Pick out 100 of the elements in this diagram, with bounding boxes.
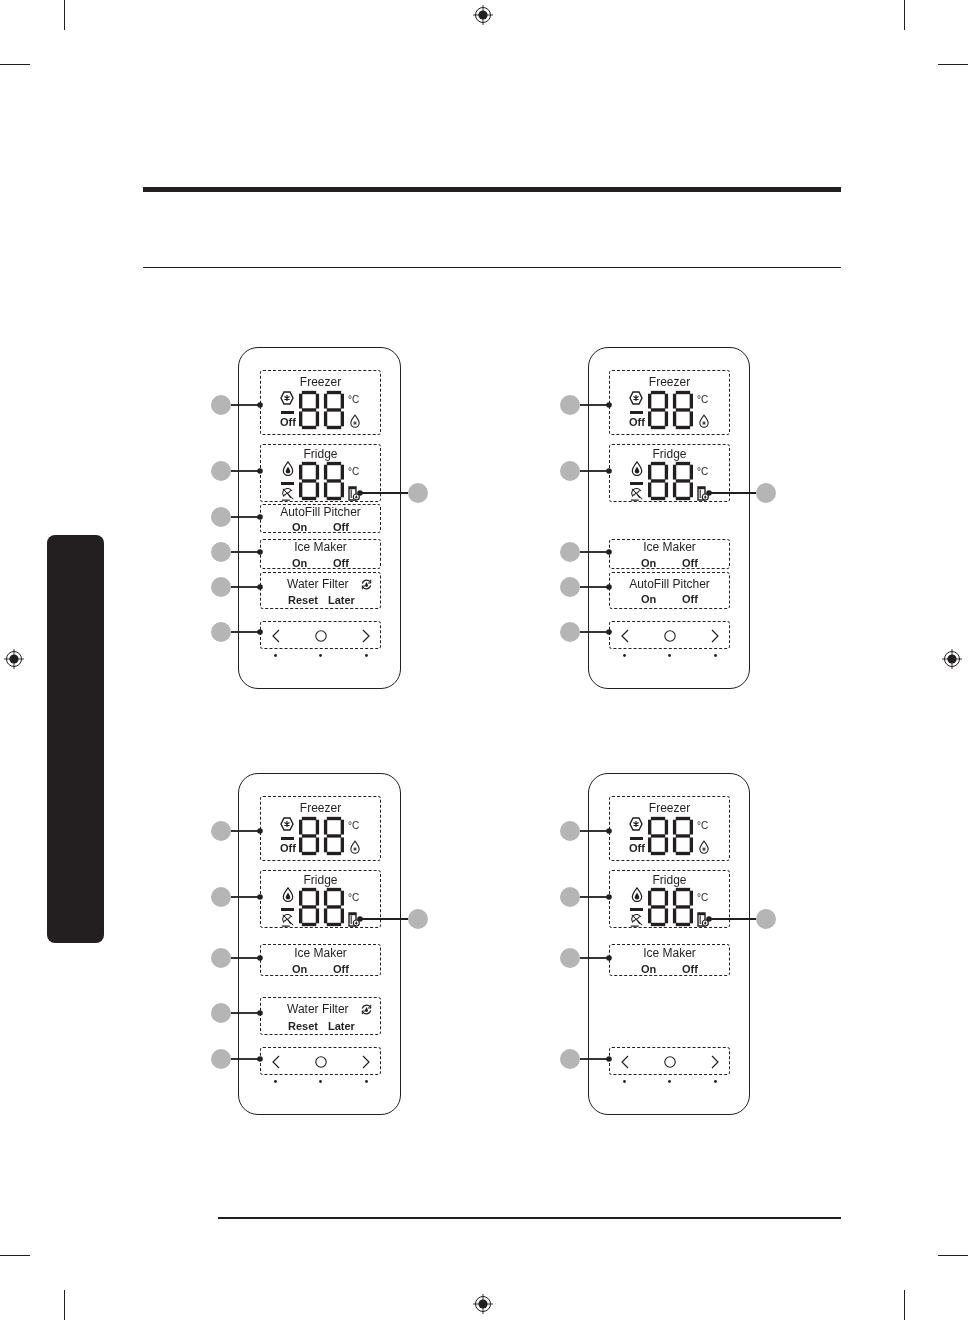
option-section (260, 539, 381, 569)
callout-circle (560, 395, 580, 415)
option-section (260, 997, 381, 1035)
option-label: Reset (288, 1019, 318, 1033)
callout-circle (560, 948, 580, 968)
unit-label: °C (348, 891, 360, 904)
filter-cartridge-icon (348, 912, 360, 927)
section-title: Freezer (648, 376, 691, 389)
leader-line (579, 1056, 612, 1062)
section-title: Fridge (652, 448, 687, 461)
unit-label: °C (697, 465, 709, 478)
callout-circle (211, 1049, 231, 1069)
status-label: Off (280, 416, 296, 429)
callout-circle (211, 395, 231, 415)
leader-line (230, 402, 263, 408)
leader-line (357, 490, 409, 496)
leader-line (579, 629, 612, 635)
option-label: Off (682, 556, 698, 570)
option-label: On (641, 962, 657, 976)
callout-circle (560, 821, 580, 841)
option-section (260, 572, 381, 609)
leader-line (230, 1056, 263, 1062)
leader-line (230, 514, 263, 520)
callout-circle (211, 461, 231, 481)
callout-circle (211, 542, 231, 562)
section-title: Ice Maker (643, 541, 696, 554)
callout-circle (211, 622, 231, 642)
section-title: Ice Maker (294, 947, 347, 960)
section-title: Fridge (303, 874, 338, 887)
leader-line (230, 549, 263, 555)
option-label: On (641, 593, 657, 606)
control-panel (588, 773, 750, 1115)
temperature-display (609, 796, 730, 861)
callout-circle (211, 507, 231, 527)
filter-cartridge-icon (697, 486, 709, 501)
unit-label: °C (697, 393, 709, 406)
callout-circle (560, 622, 580, 642)
option-section (609, 944, 730, 976)
section-title: Ice Maker (643, 947, 696, 960)
leader-line (357, 916, 409, 922)
temperature-display (260, 444, 381, 502)
option-section (609, 539, 730, 569)
callout-circle (756, 909, 776, 929)
callout-circle (560, 461, 580, 481)
section-title: Fridge (652, 874, 687, 887)
side-tab (47, 535, 104, 943)
callout-circle (560, 542, 580, 562)
leader-line (230, 894, 263, 900)
leader-line (230, 584, 263, 590)
callout-circle (211, 887, 231, 907)
option-label: Reset (288, 594, 318, 607)
callout-circle (408, 909, 428, 929)
control-panel (238, 773, 401, 1115)
unit-label: °C (348, 465, 360, 478)
control-panel (588, 347, 750, 689)
section-title: Freezer (299, 376, 342, 389)
callout-circle (408, 483, 428, 503)
option-label: Off (682, 593, 698, 606)
status-label: Off (629, 416, 645, 429)
callout-circle (211, 821, 231, 841)
leader-line (579, 955, 612, 961)
section-title: Water Filter (287, 577, 349, 591)
unit-label: °C (697, 819, 709, 832)
leader-line (230, 828, 263, 834)
unit-label: °C (348, 393, 360, 406)
leader-line (579, 549, 612, 555)
section-title: AutoFill Pitcher (629, 577, 710, 591)
section-title: Fridge (303, 448, 338, 461)
section-title: Ice Maker (294, 541, 347, 554)
leader-line (579, 468, 612, 474)
navigation-section (609, 1047, 730, 1075)
option-section (609, 572, 730, 609)
leader-line (579, 894, 612, 900)
temperature-display (609, 370, 730, 435)
leader-line (230, 955, 263, 961)
option-label: Off (333, 521, 349, 534)
option-label: On (292, 556, 308, 570)
navigation-section (260, 1047, 381, 1075)
option-label: On (641, 556, 657, 570)
filter-cartridge-icon (348, 486, 360, 501)
option-label: Off (682, 962, 698, 976)
callout-circle (560, 577, 580, 597)
filter-cartridge-icon (697, 912, 709, 927)
status-label: Off (280, 842, 296, 855)
temperature-display (260, 796, 381, 861)
option-label: Later (328, 594, 355, 607)
leader-line (230, 629, 263, 635)
leader-line (706, 490, 757, 496)
status-label: Off (629, 842, 645, 855)
callout-circle (211, 1003, 231, 1023)
callout-circle (560, 887, 580, 907)
unit-label: °C (697, 891, 709, 904)
leader-line (230, 1010, 263, 1016)
unit-label: °C (348, 819, 360, 832)
callout-circle (560, 1049, 580, 1069)
temperature-display (260, 870, 381, 928)
leader-line (230, 468, 263, 474)
option-section (260, 504, 381, 533)
callout-circle (211, 577, 231, 597)
temperature-display (260, 370, 381, 435)
